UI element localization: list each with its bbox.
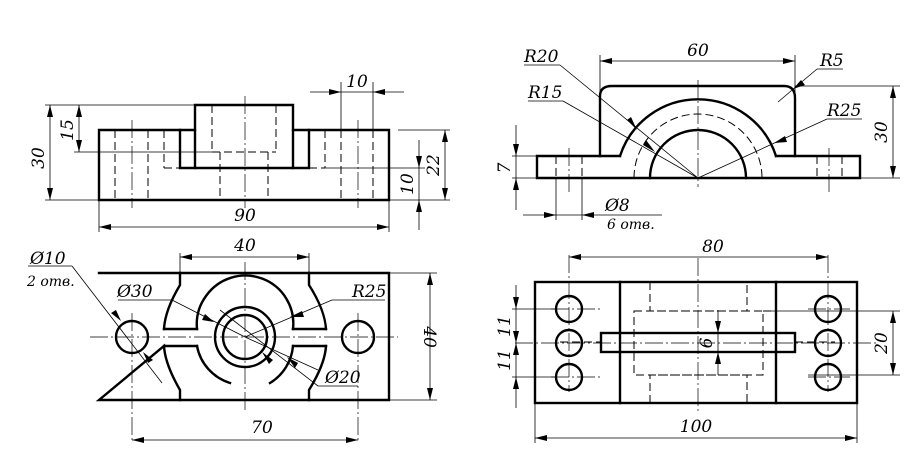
dim-bottom-11-label-bottom: 11 bbox=[495, 349, 515, 371]
top-view-r25-arc bbox=[195, 274, 295, 385]
dim-front-22: 22 bbox=[389, 129, 450, 201]
side-view-center-lines bbox=[568, 80, 830, 195]
dim-front-30-label: 30 bbox=[29, 147, 49, 169]
front-view-slot-edges bbox=[178, 128, 311, 170]
top-view-slot bbox=[162, 327, 328, 348]
dim-side-30-label: 30 bbox=[872, 121, 892, 143]
bottom-view-outline bbox=[533, 280, 859, 405]
dim-side-7-label: 7 bbox=[495, 162, 515, 173]
dim-bottom-20: 20 bbox=[763, 310, 900, 376]
side-view-inner-arc bbox=[648, 128, 748, 180]
dim-front-hole-10: 10 bbox=[310, 72, 404, 130]
dim-top-width-40: 40 bbox=[389, 272, 439, 401]
dim-bottom-80-label: 80 bbox=[702, 237, 724, 257]
front-view-hidden-lines bbox=[114, 105, 374, 200]
dim-bottom-6: 6 bbox=[697, 310, 721, 375]
dim-top-r25: R25 bbox=[244, 282, 386, 338]
dim-front-hole-10-label: 10 bbox=[346, 72, 368, 92]
dim-side-r20-label: R20 bbox=[523, 47, 559, 67]
dim-bottom-100-label: 100 bbox=[680, 417, 713, 437]
top-view-center-lines bbox=[90, 262, 398, 440]
dim-bottom-20-label: 20 bbox=[872, 332, 892, 355]
dim-top-hole-10: Ø10 2 отв. bbox=[26, 249, 163, 384]
dim-front-30: 30 bbox=[29, 104, 195, 201]
dim-top-70-label: 70 bbox=[251, 418, 273, 438]
dim-top-70: 70 bbox=[132, 418, 358, 443]
dim-front-15: 15 bbox=[58, 105, 212, 153]
dim-bottom-11-label-top: 11 bbox=[495, 315, 515, 337]
dim-top-hole-10-label: Ø10 bbox=[29, 249, 66, 269]
front-view: 30 15 10 22 bbox=[29, 72, 450, 232]
dim-side-hole-8: Ø8 6 отв. bbox=[523, 178, 662, 233]
dim-bottom-80: 80 bbox=[569, 237, 828, 260]
dim-side-r15: R15 bbox=[527, 83, 699, 179]
top-view-outline-right bbox=[307, 271, 391, 402]
bottom-view-center-lines bbox=[515, 255, 878, 412]
dim-side-r15-label: R15 bbox=[527, 83, 562, 103]
top-view: 40 Ø10 2 отв. Ø30 R25 bbox=[26, 236, 439, 443]
dim-top-bore-20: Ø20 bbox=[219, 309, 361, 388]
dim-bottom-100: 100 bbox=[534, 403, 858, 443]
dim-side-r5: R5 bbox=[777, 51, 844, 103]
front-view-center-lines bbox=[131, 96, 359, 208]
side-view-outline bbox=[535, 84, 862, 180]
dim-top-40: 40 bbox=[179, 236, 310, 273]
dim-front-10: 10 bbox=[325, 140, 425, 230]
bottom-view: 80 11 11 6 20 bbox=[495, 237, 900, 443]
dim-front-22-label: 22 bbox=[424, 154, 444, 177]
dim-side-7: 7 bbox=[495, 125, 537, 210]
dim-side-r20: R20 bbox=[523, 47, 699, 179]
dim-front-90-label: 90 bbox=[234, 206, 256, 226]
side-view-outer-arc bbox=[618, 98, 778, 158]
dim-top-width-40-label: 40 bbox=[419, 325, 439, 348]
dim-front-90: 90 bbox=[98, 200, 390, 232]
dim-front-15-label: 15 bbox=[58, 119, 78, 141]
dim-side-r5-label: R5 bbox=[819, 51, 844, 71]
dim-side-60: 60 bbox=[599, 41, 796, 98]
dim-top-boss-30-label: Ø30 bbox=[116, 282, 153, 302]
dim-front-10-label: 10 bbox=[398, 173, 418, 195]
side-view: 60 R5 R20 R15 R25 bbox=[495, 41, 900, 233]
dim-top-hole-count-label: 2 отв. bbox=[26, 274, 75, 290]
top-view-outline bbox=[95, 271, 182, 402]
dim-bottom-11: 11 11 bbox=[495, 285, 556, 408]
dim-top-bore-20-label: Ø20 bbox=[324, 368, 361, 388]
dim-side-r25: R25 bbox=[697, 101, 862, 179]
dim-side-30: 30 bbox=[795, 85, 900, 179]
dim-bottom-6-label: 6 bbox=[697, 337, 717, 348]
side-view-hidden-lines bbox=[555, 156, 843, 178]
dim-side-hole-8-label: Ø8 bbox=[604, 196, 630, 216]
dim-side-r25-label: R25 bbox=[826, 101, 861, 121]
dim-top-boss-30: Ø30 bbox=[116, 282, 246, 338]
dim-side-60-label: 60 bbox=[687, 41, 709, 61]
dim-top-40-label: 40 bbox=[233, 236, 256, 256]
dim-top-r25-label: R25 bbox=[351, 282, 386, 302]
dim-side-hole-count-label: 6 отв. bbox=[607, 217, 655, 233]
